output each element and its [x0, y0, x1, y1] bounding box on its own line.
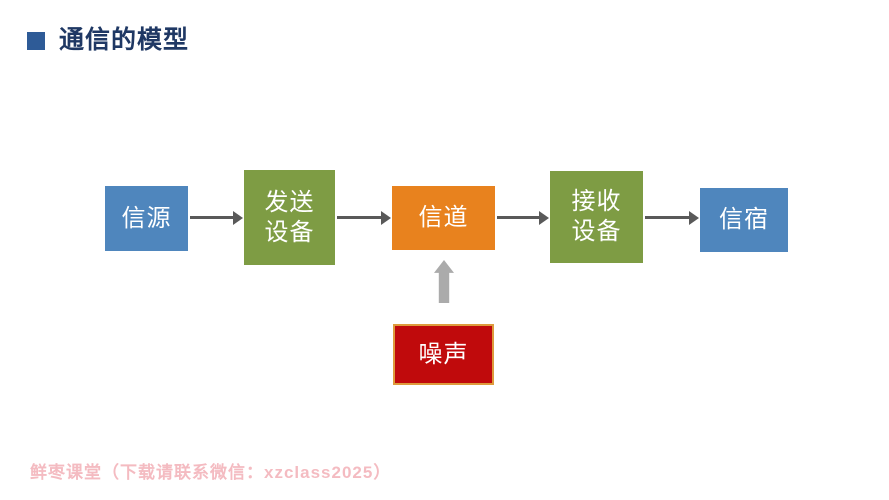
arrow-receiver-to-destination — [645, 211, 699, 225]
watermark-text: 鲜枣课堂（下载请联系微信：xzclass2025） — [30, 463, 392, 482]
arrow-line — [337, 216, 382, 219]
arrow-head-icon — [381, 211, 391, 225]
arrow-transmitter-to-channel — [337, 211, 391, 225]
node-source: 信源 — [105, 186, 188, 251]
node-noise: 噪声 — [393, 324, 494, 385]
noise-up-arrow-icon — [434, 260, 454, 303]
arrow-line — [190, 216, 234, 219]
node-transmitter: 发送 设备 — [244, 170, 335, 265]
arrow-head-icon — [233, 211, 243, 225]
node-destination: 信宿 — [700, 188, 788, 252]
arrow-source-to-transmitter — [190, 211, 243, 225]
node-receiver: 接收 设备 — [550, 171, 643, 263]
arrow-line — [497, 216, 540, 219]
node-channel: 信道 — [392, 186, 495, 250]
arrow-head-icon — [689, 211, 699, 225]
slide-title-row: 通信的模型 — [27, 28, 189, 53]
arrow-line — [645, 216, 690, 219]
title-bullet-square-icon — [27, 31, 45, 50]
arrow-head-icon — [539, 211, 549, 225]
arrow-channel-to-receiver — [497, 211, 549, 225]
page-title: 通信的模型 — [59, 26, 190, 54]
